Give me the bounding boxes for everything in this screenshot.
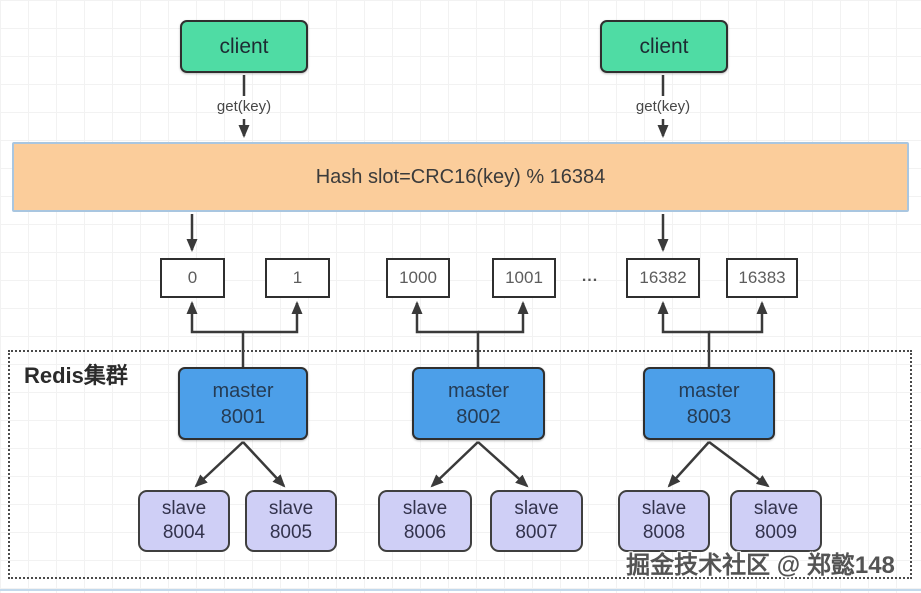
slot-box-0: 0 — [160, 258, 225, 298]
redis-cluster-label: Redis集群 — [24, 363, 128, 388]
master-node-8003: master 8003 — [643, 367, 775, 440]
master-node-8001: master 8001 — [178, 367, 308, 440]
slave-role: slave — [753, 498, 799, 520]
slave-node-8004: slave 8004 — [138, 490, 230, 552]
hash-slot-bar: Hash slot=CRC16(key) % 16384 — [12, 142, 909, 212]
slot-box-16383: 16383 — [726, 258, 798, 298]
slave-node-8005: slave 8005 — [245, 490, 337, 552]
slave-role: slave — [514, 498, 559, 520]
master-role: master — [447, 379, 510, 402]
slave-port: 8006 — [403, 522, 447, 543]
get-key-label-1: get(key) — [216, 98, 272, 115]
slave-node-8006: slave 8006 — [378, 490, 472, 552]
slot-box-1: 1 — [265, 258, 330, 298]
slave-node-8009: slave 8009 — [730, 490, 822, 552]
bottom-edge-line — [0, 589, 921, 591]
slave-port: 8009 — [754, 522, 798, 543]
slot-box-16382: 16382 — [626, 258, 700, 298]
arrow-master3-to-slot-16383 — [709, 301, 768, 334]
master-port: 8002 — [456, 405, 501, 428]
slots-ellipsis: ... — [581, 268, 599, 285]
get-key-label-2: get(key) — [635, 98, 691, 115]
slave-role: slave — [268, 498, 314, 520]
master-role: master — [212, 379, 274, 402]
slave-role: slave — [402, 498, 448, 520]
master-port: 8003 — [686, 405, 732, 428]
slave-node-8008: slave 8008 — [618, 490, 710, 552]
slave-port: 8008 — [642, 522, 686, 543]
arrow-master2-to-slot-1001 — [478, 301, 529, 334]
client-node-2: client — [600, 20, 728, 73]
slot-box-1001: 1001 — [492, 258, 556, 298]
slave-node-8007: slave 8007 — [490, 490, 583, 552]
slave-port: 8005 — [269, 522, 313, 543]
master-role: master — [678, 379, 740, 402]
slave-role: slave — [161, 498, 207, 520]
slave-port: 8007 — [515, 522, 558, 543]
watermark-text: 掘金技术社区 @ 郑懿148 — [626, 552, 895, 579]
slave-port: 8004 — [162, 522, 206, 543]
master-node-8002: master 8002 — [412, 367, 545, 440]
arrow-master1-to-slot-1 — [243, 301, 303, 334]
client-node-1: client — [180, 20, 308, 73]
slave-role: slave — [641, 498, 687, 520]
master-port: 8001 — [220, 405, 266, 428]
slot-box-1000: 1000 — [386, 258, 450, 298]
